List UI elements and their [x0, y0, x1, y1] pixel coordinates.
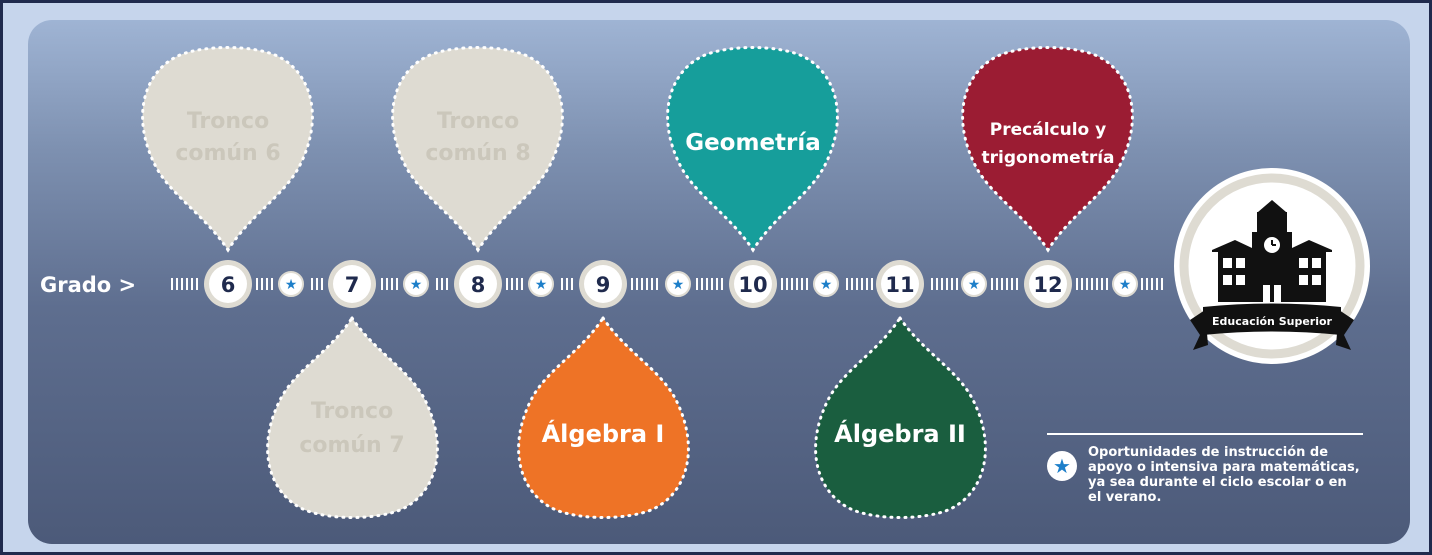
- star-icon: ★: [813, 271, 839, 297]
- grade-marker-10: 10: [729, 260, 777, 308]
- svg-text:★: ★: [1119, 277, 1132, 293]
- course-algebra-1: Álgebra I: [517, 315, 690, 519]
- svg-text:★: ★: [535, 277, 548, 293]
- tronco7-line2: común 7: [299, 433, 404, 458]
- grade-marker-8: 8: [454, 260, 502, 308]
- svg-text:★: ★: [968, 277, 981, 293]
- grade-marker-12: 12: [1024, 260, 1072, 308]
- course-tronco-comun-7: Tronco común 7: [266, 315, 439, 519]
- svg-text:★: ★: [410, 277, 423, 293]
- star-icon: ★: [1112, 271, 1138, 297]
- tronco6-line1: Tronco: [187, 109, 269, 134]
- college-label: Educación Superior: [1212, 315, 1333, 328]
- course-tronco-comun-6: Tronco común 6: [141, 46, 314, 253]
- star-icon: ★: [403, 271, 429, 297]
- course-geometria: Geometría: [666, 46, 839, 253]
- tronco6-line2: común 6: [175, 141, 280, 166]
- star-icon: ★: [278, 271, 304, 297]
- grade-number: 6: [221, 273, 236, 297]
- grade-marker-11: 11: [876, 260, 924, 308]
- legend-text: Oportunidades de instrucción de apoyo o …: [1088, 445, 1360, 505]
- grade-marker-7: 7: [328, 260, 376, 308]
- star-icon: ★: [528, 271, 554, 297]
- algebra1-label: Álgebra I: [542, 419, 665, 448]
- banner-ribbon: [1190, 303, 1354, 350]
- grade-number: 9: [596, 273, 611, 297]
- svg-text:★: ★: [672, 277, 685, 293]
- course-algebra-2: Álgebra II: [814, 315, 987, 519]
- grade-number: 10: [738, 273, 767, 297]
- precalculo-line1: Precálculo y: [990, 120, 1106, 140]
- grade-number: 7: [345, 273, 360, 297]
- grade-marker-6: 6: [204, 260, 252, 308]
- timeline-ticks: [171, 278, 1163, 290]
- clock-icon: [1271, 240, 1276, 246]
- star-icon: ★: [665, 271, 691, 297]
- geometria-label: Geometría: [685, 130, 821, 156]
- algebra2-label: Álgebra II: [834, 419, 966, 448]
- course-precalculo: Precálculo y trigonometría: [961, 46, 1134, 253]
- support-star-markers: ★ ★ ★ ★ ★ ★ ★: [278, 271, 1138, 297]
- tronco7-line1: Tronco: [311, 399, 393, 424]
- legend: ★ Oportunidades de instrucción de apoyo …: [1047, 433, 1363, 505]
- svg-text:★: ★: [285, 277, 298, 293]
- precalculo-line2: trigonometría: [981, 148, 1114, 168]
- star-icon: ★: [1047, 451, 1077, 481]
- grade-number: 11: [885, 273, 914, 297]
- star-icon: ★: [961, 271, 987, 297]
- grade-number: 12: [1033, 273, 1062, 297]
- grade-number: 8: [471, 273, 486, 297]
- svg-text:★: ★: [820, 277, 833, 293]
- grade-markers: 6 7 8 9 10 11 12: [204, 260, 1072, 308]
- tronco8-line2: común 8: [425, 141, 530, 166]
- course-tronco-comun-8: Tronco común 8: [391, 46, 564, 253]
- tronco8-line1: Tronco: [437, 109, 519, 134]
- grade-label: Grado >: [40, 273, 136, 297]
- college-badge: Educación Superior: [1174, 168, 1370, 364]
- grade-marker-9: 9: [579, 260, 627, 308]
